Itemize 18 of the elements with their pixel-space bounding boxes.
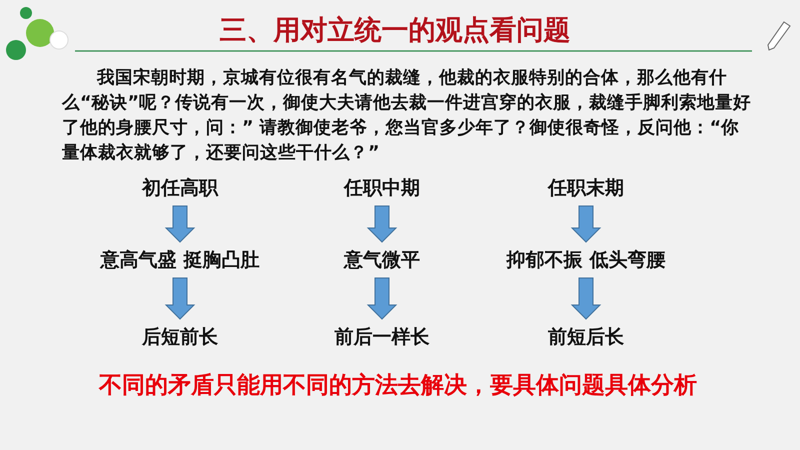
- stage-text: 意高气盛 挺胸凸肚: [100, 247, 260, 273]
- conclusion-text: 不同的矛盾只能用不同的方法去解决，要具体问题具体分析: [99, 372, 697, 400]
- stage-text: 任职末期: [548, 175, 624, 201]
- stage-text: 前后一样长: [334, 324, 430, 350]
- block-arrow: [366, 278, 398, 320]
- stage-text: 前短后长: [548, 324, 624, 350]
- block-arrow: [366, 206, 398, 243]
- stage-text: 抑郁不振 低头弯腰: [506, 247, 666, 273]
- block-arrow: [570, 206, 602, 243]
- stage-text: 初任高职: [142, 175, 218, 201]
- stage-text: 后短前长: [142, 324, 218, 350]
- stage-text: 意气微平: [344, 247, 420, 273]
- title: 三、用对立统一的观点看问题: [220, 14, 570, 48]
- block-arrow: [570, 278, 602, 320]
- stage-text: 任职中期: [344, 175, 420, 201]
- block-arrow: [164, 206, 196, 243]
- story-paragraph: 我国宋朝时期，京城有位很有名气的裁缝，他裁的衣服特别的合体，那么他有什么“秘诀”呢？传说有一次，御使大夫请他去裁一件进宫穿的衣服，裁缝手脚利索地量好了他的身腰尺寸，问：” 请教御使老爷，您当官多少年了？御使很奇怪，反问他：“你量体裁衣就够了，还要问这些干什么？”: [62, 66, 752, 165]
- block-arrow: [164, 278, 196, 320]
